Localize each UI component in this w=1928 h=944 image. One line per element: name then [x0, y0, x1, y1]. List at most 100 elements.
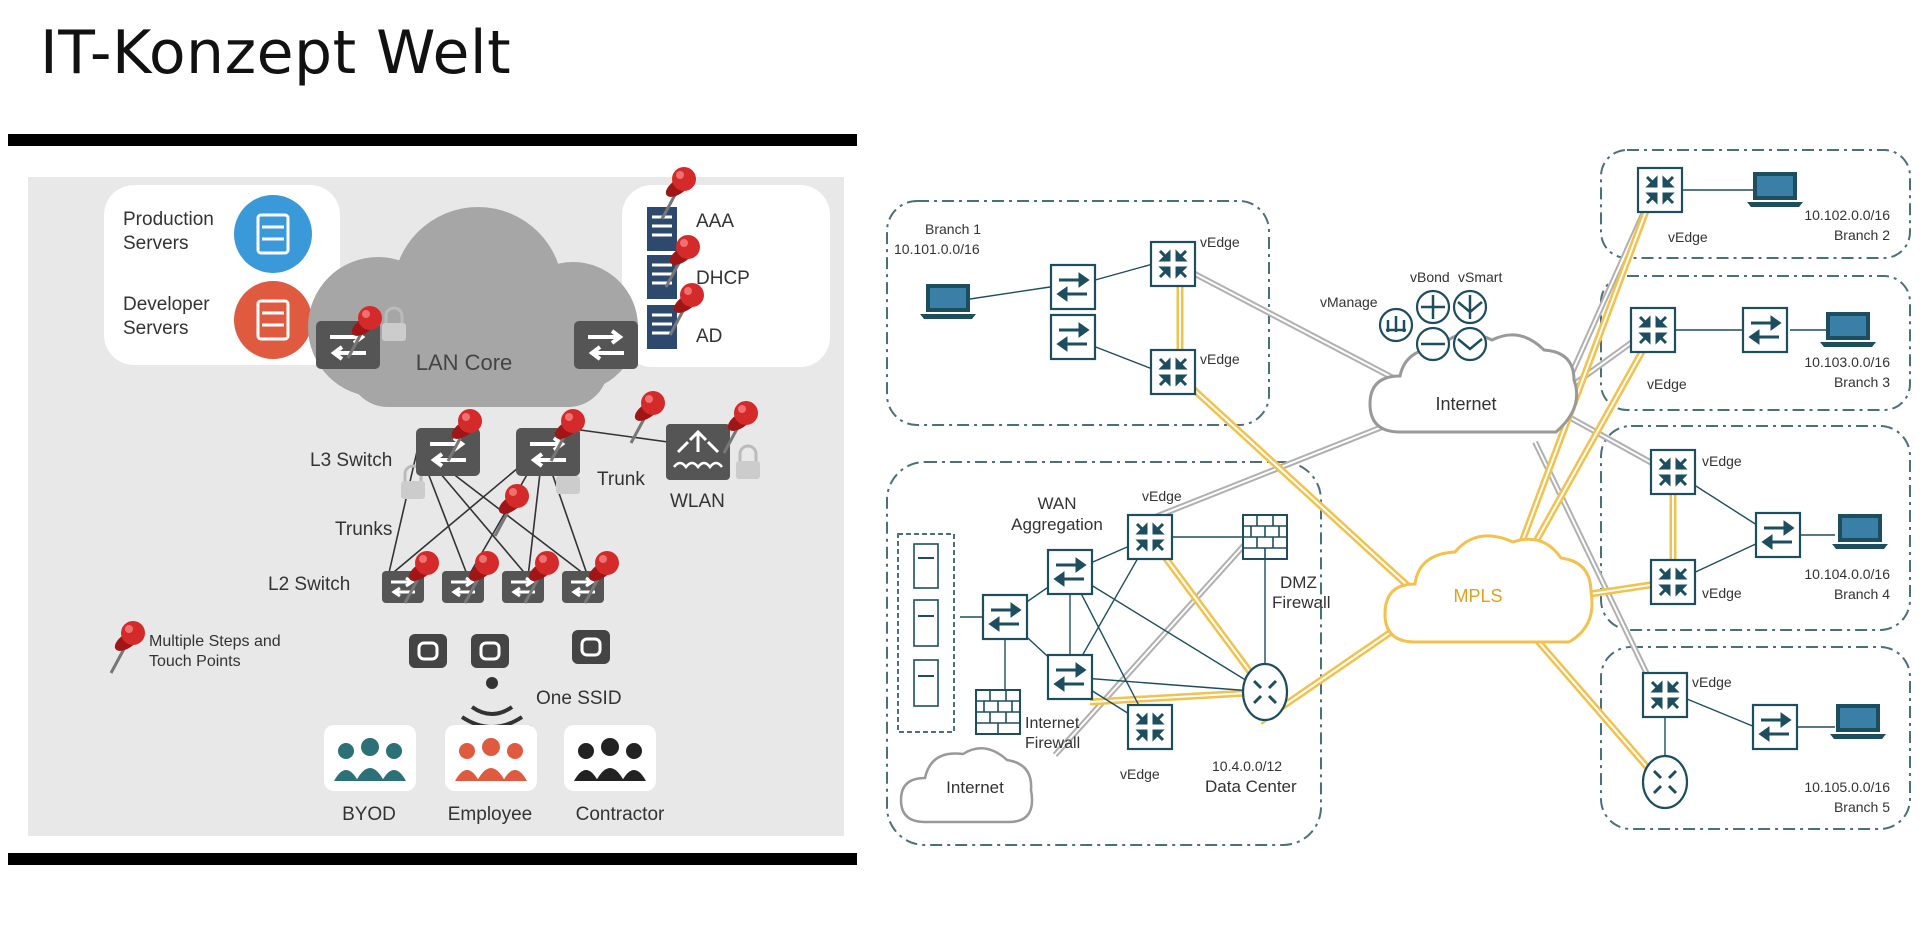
branch2-name: Branch 2	[1834, 227, 1890, 243]
dc-access-switch-icon	[981, 593, 1029, 641]
dc-vedge-1-icon	[1126, 513, 1174, 561]
branch5-switch-icon	[1751, 703, 1799, 751]
branch3-switch-icon	[1741, 306, 1789, 354]
trunk-label: Trunk	[597, 469, 645, 490]
svg-text:Production: Production	[123, 209, 214, 230]
production-servers-label-2: Servers	[123, 233, 188, 254]
branch3-laptop-icon	[1820, 312, 1876, 347]
branch1-name: Branch 1	[925, 221, 981, 237]
access-point-3-icon	[570, 628, 612, 666]
dmz-firewall-icon	[1242, 514, 1288, 560]
top-divider	[8, 134, 857, 146]
dc-internet-label: Internet	[946, 778, 1004, 797]
lan-core-label: LAN Core	[416, 350, 513, 375]
aaa-label: AAA	[696, 211, 734, 232]
branch1-vedge-2-label: vEdge	[1200, 351, 1240, 367]
svg-text:Servers: Servers	[123, 233, 188, 254]
dmz-firewall-label-2: Firewall	[1272, 593, 1331, 612]
production-servers-label: Production	[123, 209, 214, 230]
one-ssid-label: One SSID	[536, 688, 622, 709]
svg-text:Developer: Developer	[123, 294, 210, 315]
branch2-vedge-icon	[1636, 166, 1684, 214]
branch4-subnet: 10.104.0.0/16	[1804, 566, 1890, 582]
branch1-vedge-1-icon	[1149, 240, 1197, 288]
branch4-box	[1600, 425, 1911, 631]
dmz-firewall-label: DMZ	[1280, 573, 1317, 592]
branch1-switch-b-icon	[1049, 313, 1097, 361]
dc-mpls-router-icon	[1241, 662, 1289, 722]
dc-internet-cloud	[899, 747, 1034, 824]
vsmart-icon	[1452, 289, 1488, 362]
developer-server-icon	[234, 281, 312, 359]
branch5-laptop-icon	[1830, 704, 1886, 739]
vbond-icon	[1415, 289, 1451, 362]
branch2-box	[1600, 149, 1911, 259]
svg-text:Servers: Servers	[123, 318, 188, 339]
bottom-divider	[8, 853, 857, 865]
branch3-box	[1600, 275, 1911, 411]
byod-group-icon	[324, 725, 416, 791]
l3-switch-left-icon	[414, 426, 482, 478]
branch3-name: Branch 3	[1834, 374, 1890, 390]
page-title: IT-Konzept Welt	[40, 18, 512, 88]
legend-label-2: Touch Points	[149, 653, 241, 670]
access-point-1-icon	[407, 632, 449, 670]
legend-label: Multiple Steps and	[149, 633, 281, 650]
branch4-switch-icon	[1754, 511, 1802, 559]
branch4-name: Branch 4	[1834, 586, 1890, 602]
sdwan-network-diagram: Internet MPLS vBond vSmart vManage Branc…	[886, 149, 1911, 846]
branch3-subnet: 10.103.0.0/16	[1804, 354, 1890, 370]
contractor-group-icon	[564, 725, 656, 791]
ad-server-icon	[645, 303, 679, 351]
branch4-vedge-1-icon	[1649, 448, 1697, 496]
branch4-vedge-1-label: vEdge	[1702, 453, 1742, 469]
aaa-server-icon	[645, 205, 679, 253]
vsmart-label: vSmart	[1458, 269, 1502, 285]
branch1-subnet: 10.101.0.0/16	[894, 241, 980, 257]
branch4-vedge-2-icon	[1649, 558, 1697, 606]
wlan-controller-icon	[666, 424, 730, 480]
datacenter-subnet: 10.4.0.0/12	[1212, 758, 1282, 774]
contractor-label: Contractor	[576, 804, 665, 825]
vmanage-label: vManage	[1320, 294, 1378, 310]
internet-firewall-icon	[975, 689, 1021, 735]
server-rack-icon	[897, 533, 955, 733]
dc-vedge-1-label: vEdge	[1142, 488, 1182, 504]
access-point-2-icon	[469, 632, 511, 670]
trunks-label: Trunks	[335, 519, 392, 540]
dc-vedge-2-icon	[1126, 703, 1174, 751]
ad-label: AD	[696, 326, 722, 347]
dhcp-label: DHCP	[696, 268, 750, 289]
core-switch-right-icon	[572, 319, 640, 371]
branch4-vedge-2-label: vEdge	[1702, 585, 1742, 601]
branch1-laptop-icon	[920, 284, 976, 319]
l3-switch-label: L3 Switch	[310, 450, 392, 471]
dc-vedge-2-label: vEdge	[1120, 766, 1160, 782]
wan-aggregation-label-2: Aggregation	[1011, 515, 1103, 534]
branch3-vedge-label: vEdge	[1647, 376, 1687, 392]
branch5-vedge-label: vEdge	[1692, 674, 1732, 690]
employee-group-icon	[445, 725, 537, 791]
wlan-label: WLAN	[670, 491, 725, 512]
branch5-name: Branch 5	[1834, 799, 1890, 815]
vbond-label: vBond	[1410, 269, 1450, 285]
datacenter-name: Data Center	[1205, 777, 1297, 796]
branch1-vedge-2-icon	[1149, 348, 1197, 396]
branch2-vedge-label: vEdge	[1668, 229, 1708, 245]
branch2-laptop-icon	[1747, 172, 1803, 207]
branch4-laptop-icon	[1832, 514, 1888, 549]
branch5-subnet: 10.105.0.0/16	[1804, 779, 1890, 795]
internet-firewall-label-2: Firewall	[1025, 735, 1080, 752]
l3-switch-right-icon	[514, 426, 582, 478]
campus-network-diagram: Production Servers Developer Servers LAN…	[28, 165, 844, 836]
branch1-vedge-1-label: vEdge	[1200, 234, 1240, 250]
datacenter-box	[886, 461, 1322, 846]
branch3-vedge-icon	[1629, 306, 1677, 354]
production-server-icon	[234, 195, 312, 273]
wan-agg-switch-b-icon	[1046, 653, 1094, 701]
internet-firewall-label: Internet	[1025, 715, 1080, 732]
branch1-switch-a-icon	[1049, 263, 1097, 311]
l2-switch-label: L2 Switch	[268, 574, 350, 595]
mpls-cloud	[1383, 534, 1594, 644]
wan-aggregation-label: WAN	[1037, 494, 1076, 513]
